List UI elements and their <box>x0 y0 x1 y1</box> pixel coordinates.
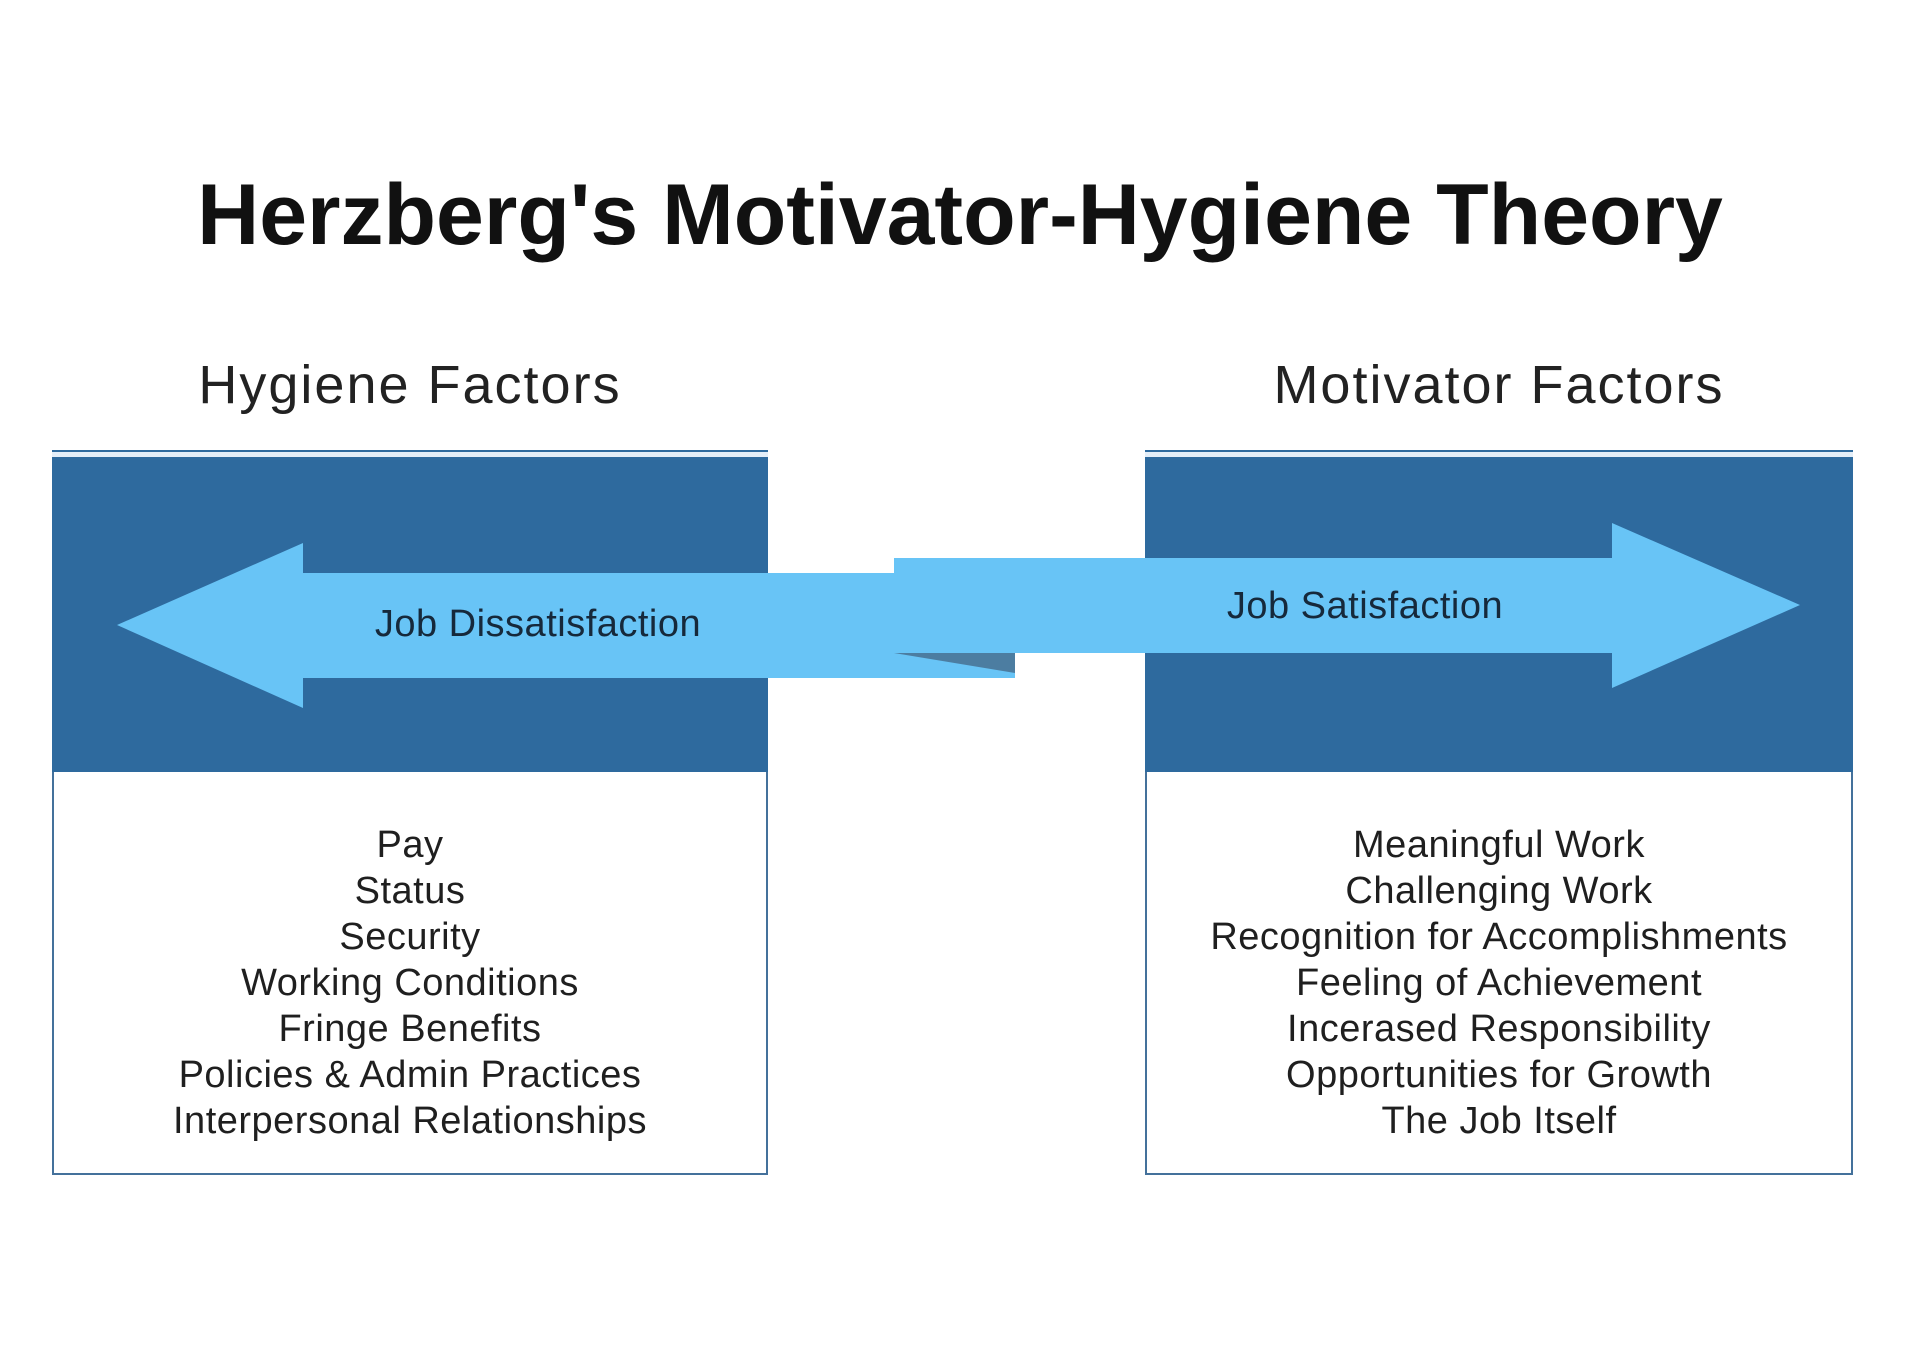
hygiene-factors-heading: Hygiene Factors <box>198 355 622 415</box>
list-item: Pay <box>376 824 444 866</box>
list-item: Opportunities for Growth <box>1286 1054 1712 1096</box>
ribbon-fold-shape <box>894 653 1015 673</box>
motivator-factors-heading: Motivator Factors <box>1273 355 1725 415</box>
job-satisfaction-label: Job Satisfaction <box>1226 585 1504 627</box>
job-dissatisfaction-label: Job Dissatisfaction <box>374 603 702 645</box>
right-arrow-shape <box>894 523 1800 688</box>
list-item: Working Conditions <box>241 962 579 1004</box>
list-item: Policies & Admin Practices <box>178 1054 642 1096</box>
list-item: Fringe Benefits <box>278 1008 542 1050</box>
list-item: Incerased Responsibility <box>1287 1008 1711 1050</box>
list-item: Feeling of Achievement <box>1295 962 1702 1004</box>
page-title: Herzberg's Motivator-Hygiene Theory <box>197 167 1723 263</box>
list-item: Challenging Work <box>1345 870 1653 912</box>
list-item: Meaningful Work <box>1353 824 1645 866</box>
list-item: Recognition for Accomplishments <box>1210 916 1788 958</box>
list-item: Interpersonal Relationships <box>173 1100 647 1142</box>
list-item: Status <box>354 870 466 912</box>
list-item: Security <box>339 916 481 958</box>
list-item: The Job Itself <box>1381 1100 1617 1142</box>
left-arrow-shape <box>117 543 1015 708</box>
